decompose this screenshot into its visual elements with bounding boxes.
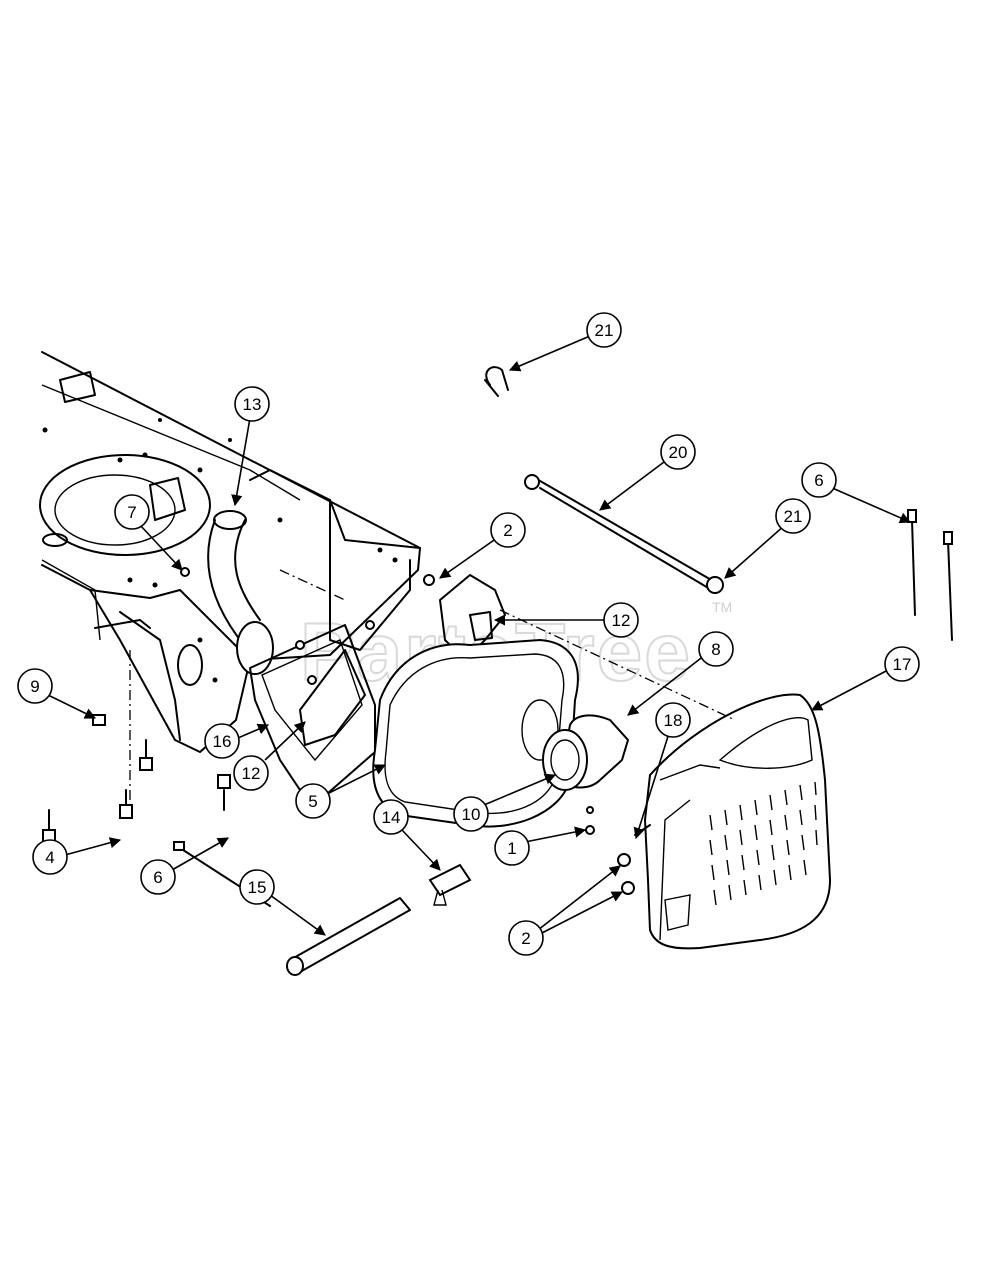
svg-text:10: 10 [462,805,481,824]
callout-12[interactable]: 12 [603,602,639,638]
fuel-filter-part-14 [428,863,472,906]
svg-text:21: 21 [595,321,614,340]
callout-8[interactable]: 8 [698,631,734,667]
svg-text:15: 15 [248,878,267,897]
svg-text:6: 6 [153,868,162,887]
leader-lines [47,335,912,936]
svg-text:12: 12 [242,764,261,783]
callout-7[interactable]: 7 [114,494,150,530]
svg-text:1: 1 [507,839,516,858]
svg-text:5: 5 [308,792,317,811]
svg-text:4: 4 [45,848,54,867]
callout-6[interactable]: 6 [140,859,176,895]
callout-4[interactable]: 4 [32,839,68,875]
callout-15[interactable]: 15 [239,869,275,905]
callout-14[interactable]: 14 [373,799,409,835]
svg-text:12: 12 [612,611,631,630]
callouts: 21 13 20 6 7 2 21 12 8 17 9 18 16 12 5 1… [17,312,920,956]
hardware-bolts [42,567,651,895]
cover-vents [709,781,818,906]
exhaust-pipe-part-13 [207,510,274,675]
svg-text:8: 8 [711,640,720,659]
svg-text:13: 13 [243,395,262,414]
muffler-bracket-part-12 [299,574,506,746]
callout-6[interactable]: 6 [801,462,837,498]
callout-17[interactable]: 17 [884,646,920,682]
svg-text:18: 18 [664,711,683,730]
callout-5[interactable]: 5 [295,783,331,819]
svg-text:14: 14 [382,808,401,827]
callout-20[interactable]: 20 [660,434,696,470]
svg-text:21: 21 [784,507,803,526]
callout-10[interactable]: 10 [453,796,489,832]
svg-text:2: 2 [503,521,512,540]
callout-2[interactable]: 2 [508,920,544,956]
svg-text:7: 7 [127,503,136,522]
tractor-frame [39,351,421,753]
clamp-part-21 [484,366,509,397]
callout-21[interactable]: 21 [586,312,622,348]
watermark-trademark: TM [712,599,732,615]
svg-text:6: 6 [814,471,823,490]
tube-part-15 [286,897,411,976]
engine-cover-part-17 [643,693,832,950]
callout-1[interactable]: 1 [494,830,530,866]
svg-text:2: 2 [521,929,530,948]
svg-text:20: 20 [669,443,688,462]
callout-18[interactable]: 18 [655,702,691,738]
svg-text:9: 9 [30,677,39,696]
callout-21[interactable]: 21 [775,498,811,534]
rod-part-20 [524,474,724,594]
svg-text:17: 17 [893,655,912,674]
callout-13[interactable]: 13 [234,386,270,422]
callout-16[interactable]: 16 [204,723,240,759]
svg-text:16: 16 [213,732,232,751]
callout-2[interactable]: 2 [490,512,526,548]
callout-9[interactable]: 9 [17,668,53,704]
callout-12[interactable]: 12 [233,755,269,791]
alignment-lines [129,569,736,805]
